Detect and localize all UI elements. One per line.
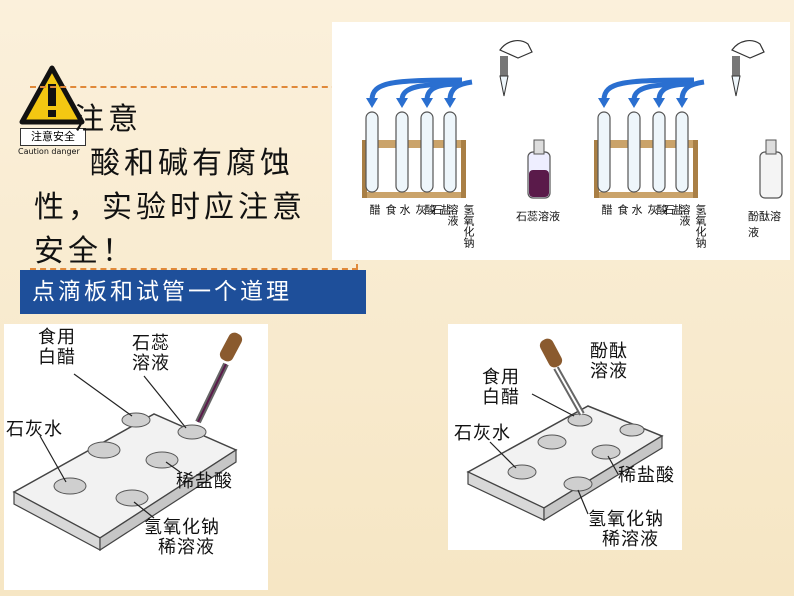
label-naoh-2-right: 稀溶液 <box>602 529 659 550</box>
drop-arrow-icon <box>369 77 463 101</box>
tube-label-limewater: 石灰水 <box>398 204 443 215</box>
exclamation-icon <box>48 84 56 106</box>
label-vinegar-1: 食用 <box>38 327 76 348</box>
note-title: 注意 <box>74 102 142 137</box>
hand-icon <box>499 40 533 59</box>
reagent-label-phenolphthalein: 酚酞溶液 <box>748 210 781 239</box>
label-litmus-1: 石蕊 <box>132 333 170 354</box>
tube-label-naoh: 氢氧化钠溶液 <box>446 204 475 248</box>
plate-well <box>121 412 151 428</box>
tube-label-limewater-2: 石灰水 <box>630 204 675 215</box>
dropper-icon <box>539 338 585 416</box>
tip-banner: 点滴板和试管一个道理 <box>20 270 366 314</box>
tube-rack <box>362 140 466 148</box>
tube-label-vinegar: 食醋 <box>368 204 397 215</box>
label-hcl: 稀盐酸 <box>176 471 233 492</box>
left-tube-group <box>362 40 551 199</box>
test-tube-illustration: 食醋 石灰水 盐酸 氢氧化钠溶液 石蕊溶液 食醋 石灰水 盐酸 氢氧化钠溶液 酚… <box>332 22 790 260</box>
note-line-2: 性，实验时应注意 <box>34 190 306 225</box>
label-phenolphthalein-1: 酚酞 <box>590 341 628 362</box>
label-naoh-1-right: 氢氧化钠 <box>588 509 664 530</box>
label-phenolphthalein-2: 溶液 <box>590 361 628 382</box>
label-vinegar-2: 白醋 <box>38 347 76 368</box>
phenolphthalein-bottle-icon <box>759 151 783 199</box>
dropper-icon <box>500 56 508 76</box>
label-hcl-right: 稀盐酸 <box>618 465 675 486</box>
tube-label-hcl-2: 盐酸 <box>655 204 684 215</box>
label-naoh-2: 稀溶液 <box>158 537 215 558</box>
reagent-label-litmus: 石蕊溶液 <box>516 210 560 223</box>
dropper-icon <box>195 332 243 424</box>
right-tube-group <box>594 40 783 199</box>
note-line-1: 酸和碱有腐蚀 <box>90 146 294 181</box>
spot-plate-litmus-illustration: 食用 白醋 石蕊 溶液 石灰水 稀盐酸 氢氧化钠 稀溶液 <box>4 324 268 590</box>
note-line-3: 安全！ <box>34 234 136 269</box>
label-naoh-1: 氢氧化钠 <box>144 517 220 538</box>
warning-sign-icon <box>18 64 86 160</box>
warning-label: 注意安全 <box>20 128 86 146</box>
warning-subtitle: Caution danger <box>18 147 80 156</box>
label-vinegar-1-right: 食用 <box>482 367 520 388</box>
tube-label-naoh-2: 氢氧化钠溶液 <box>678 204 707 248</box>
label-litmus-2: 溶液 <box>132 353 170 374</box>
tube-label-hcl: 盐酸 <box>423 204 452 215</box>
spot-plate-phenolphthalein-illustration: 食用 白醋 酚酞 溶液 石灰水 稀盐酸 氢氧化钠 稀溶液 <box>448 324 682 550</box>
tube-label-vinegar-2: 食醋 <box>600 204 629 215</box>
test-tube-icon <box>365 111 379 193</box>
label-vinegar-2-right: 白醋 <box>482 387 520 408</box>
label-limewater-right: 石灰水 <box>454 423 511 444</box>
label-limewater: 石灰水 <box>6 419 63 440</box>
